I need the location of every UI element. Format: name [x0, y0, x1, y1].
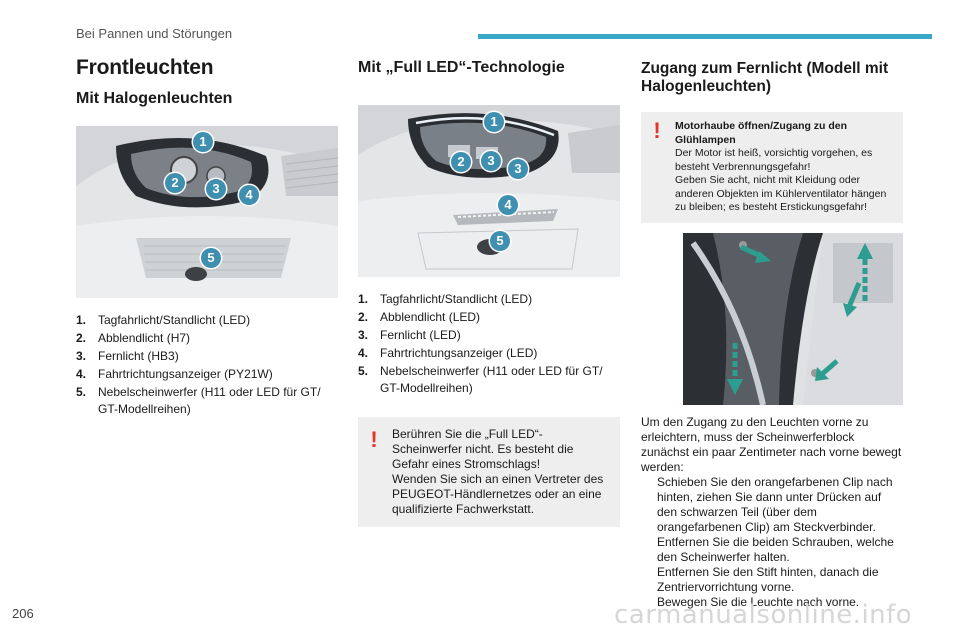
warning-text: Geben Sie acht, nicht mit Kleidung oder …	[675, 174, 887, 213]
watermark: carmanualsonline.info	[614, 600, 913, 630]
list-item: 5.Nebelscheinwerfer (H11 oder LED für GT…	[358, 364, 603, 395]
badge-5: 5	[490, 231, 510, 251]
led-headlight-illustration	[358, 105, 620, 277]
access-steps: Schieben Sie den orangefarbenen Clip nac…	[641, 475, 903, 610]
subtitle-full-led: Mit „Full LED“-Technologie	[358, 59, 565, 76]
led-warning-box: ! Berühren Sie die „Full LED“-Scheinwerf…	[358, 417, 620, 527]
list-item: 1.Tagfahrlicht/Standlicht (LED)	[358, 292, 533, 306]
warning-icon: !	[653, 118, 661, 143]
list-item: 1.Tagfahrlicht/Standlicht (LED)	[76, 313, 251, 327]
warning-text: Der Motor ist heiß, vorsichtig vorgehen,…	[675, 147, 873, 173]
badge-3: 3	[481, 151, 501, 171]
badge-5: 5	[201, 248, 221, 268]
halogen-legend: 1.Tagfahrlicht/Standlicht (LED) 2.Abblen…	[76, 312, 338, 418]
list-item: 2.Abblendlicht (H7)	[76, 331, 191, 345]
headlight-removal-illustration	[683, 232, 903, 405]
list-item: 4.Fahrtrichtungsanzeiger (PY21W)	[76, 367, 273, 381]
badge-4: 4	[498, 195, 518, 215]
list-item: Schieben Sie den orangefarbenen Clip nac…	[641, 475, 903, 535]
warning-icon: !	[370, 427, 378, 452]
warning-text: Wenden Sie sich an einen Vertreter des P…	[392, 472, 604, 516]
list-item: 3.Fernlicht (LED)	[358, 328, 461, 342]
section-title: Bei Pannen und Störungen	[76, 26, 233, 41]
led-headlight-image: 1 2 3 3 4 5	[358, 105, 620, 277]
warning-title: Motorhaube öffnen/Zugang zu den Glühlamp…	[675, 120, 848, 146]
step-arrow-icon	[641, 535, 657, 565]
column-high-beam-access: Zugang zum Fernlicht (Modell mit Halogen…	[641, 56, 903, 610]
halogen-headlight-illustration	[76, 126, 338, 298]
list-item: Entfernen Sie die beiden Schrauben, welc…	[641, 535, 903, 565]
page-title: Frontleuchten	[76, 56, 214, 79]
subtitle-halogen: Mit Halogenleuchten	[76, 90, 233, 107]
list-item: 2.Abblendlicht (LED)	[358, 310, 481, 324]
header-accent-bar	[478, 34, 932, 39]
list-item: 5.Nebelscheinwerfer (H11 oder LED für GT…	[76, 385, 321, 416]
list-item: 3.Fernlicht (HB3)	[76, 349, 179, 363]
list-item: Entfernen Sie den Stift hinten, danach d…	[641, 565, 903, 595]
access-intro: Um den Zugang zu den Leuchten vorne zu e…	[641, 414, 902, 474]
headlight-removal-image	[683, 232, 903, 405]
badge-3: 3	[206, 179, 226, 199]
step-arrow-icon	[641, 475, 657, 535]
badge-2: 2	[165, 173, 185, 193]
badge-1: 1	[484, 112, 504, 132]
page-number: 206	[12, 606, 34, 621]
step-arrow-icon	[641, 565, 657, 595]
badge-1: 1	[193, 132, 213, 152]
full-led-legend: 1.Tagfahrlicht/Standlicht (LED) 2.Abblen…	[358, 291, 620, 397]
column-halogen: Frontleuchten Mit Halogenleuchten 1 2 3	[76, 56, 338, 419]
badge-3b: 3	[508, 159, 528, 179]
engine-warning-box: ! Motorhaube öffnen/Zugang zu den Glühla…	[641, 112, 903, 223]
badge-4: 4	[239, 185, 259, 205]
badge-2: 2	[451, 152, 471, 172]
column-full-led: Mit „Full LED“-Technologie 1 2 3 3 4 5 1…	[358, 56, 620, 527]
warning-text: Berühren Sie die „Full LED“-Scheinwerfer…	[392, 427, 574, 471]
list-item: 4.Fahrtrichtungsanzeiger (LED)	[358, 346, 538, 360]
subtitle-high-beam-access: Zugang zum Fernlicht (Modell mit Halogen…	[641, 60, 889, 95]
halogen-headlight-image: 1 2 3 4 5	[76, 126, 338, 298]
list-item: Bewegen Sie die Leuchte nach vorne.	[641, 595, 903, 610]
